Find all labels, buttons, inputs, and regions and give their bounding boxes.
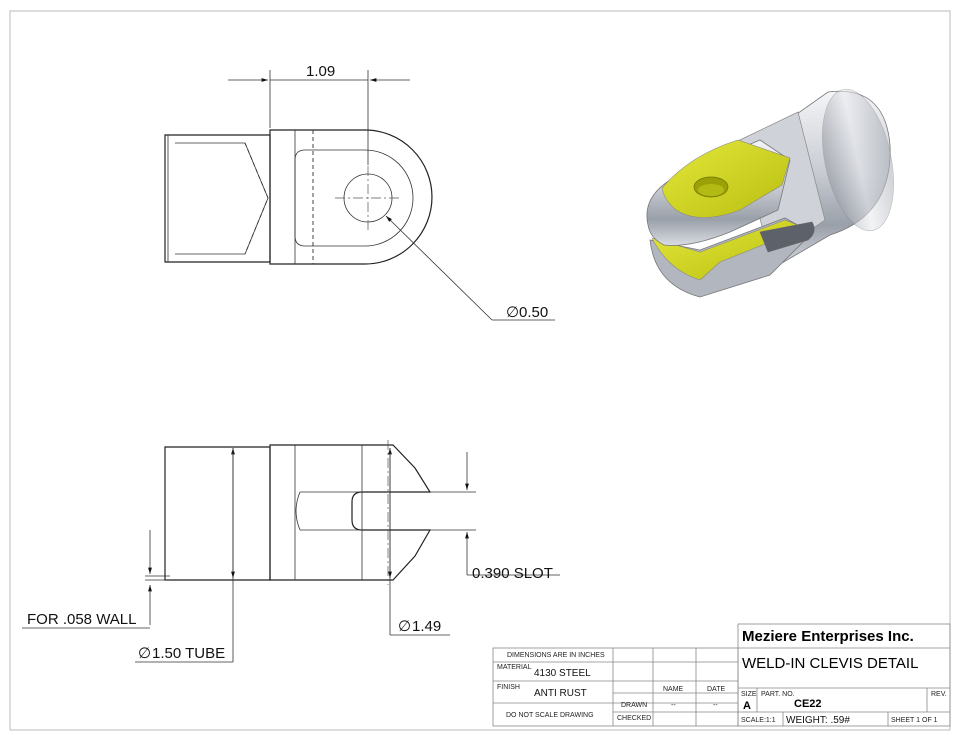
isometric-view — [646, 88, 894, 298]
dim-od-label: 1.49 — [412, 618, 441, 635]
dim-width-label: 1.09 — [306, 63, 335, 80]
tb-sheet: SHEET 1 OF 1 — [891, 717, 938, 724]
dim-hole-label: 0.50 — [519, 304, 548, 321]
tb-drawn-date: -- — [713, 702, 718, 709]
side-view — [22, 440, 560, 663]
title-block — [492, 623, 951, 727]
tb-date-header: DATE — [707, 686, 725, 693]
tb-do-not-scale: DO NOT SCALE DRAWING — [506, 712, 594, 719]
tb-size-label: SIZE — [741, 691, 757, 698]
dim-tube-label: 1.50 TUBE — [152, 645, 225, 662]
dim-wall-label: FOR .058 WALL — [27, 611, 136, 628]
tb-drawn-name: -- — [671, 702, 676, 709]
tb-size-value: A — [743, 700, 751, 712]
tb-material-value: 4130 STEEL — [534, 668, 591, 679]
dim-od-symbol: ∅ — [398, 618, 411, 635]
tb-part-no-value: CE22 — [794, 698, 822, 710]
tb-weight: WEIGHT: .59# — [786, 715, 850, 726]
sheet-border — [9, 10, 951, 731]
tb-finish-value: ANTI RUST — [534, 688, 587, 699]
top-view — [164, 70, 555, 321]
dim-hole-symbol: ∅ — [506, 304, 519, 321]
dim-slot-label: 0.390 SLOT — [472, 565, 553, 582]
tb-scale: SCALE:1:1 — [741, 717, 776, 724]
tb-finish-label: FINISH — [497, 684, 520, 691]
tb-title: WELD-IN CLEVIS DETAIL — [742, 655, 918, 672]
tb-checked-label: CHECKED — [617, 715, 651, 722]
tb-drawn-label: DRAWN — [621, 702, 647, 709]
tb-name-header: NAME — [663, 686, 684, 693]
tb-dimensions-note: DIMENSIONS ARE IN INCHES — [507, 652, 605, 659]
tb-part-no-label: PART. NO. — [761, 691, 795, 698]
tb-company: Meziere Enterprises Inc. — [742, 628, 914, 645]
tb-material-label: MATERIAL — [497, 664, 532, 671]
dim-tube-symbol: ∅ — [138, 645, 151, 662]
tb-rev-label: REV. — [931, 691, 947, 698]
